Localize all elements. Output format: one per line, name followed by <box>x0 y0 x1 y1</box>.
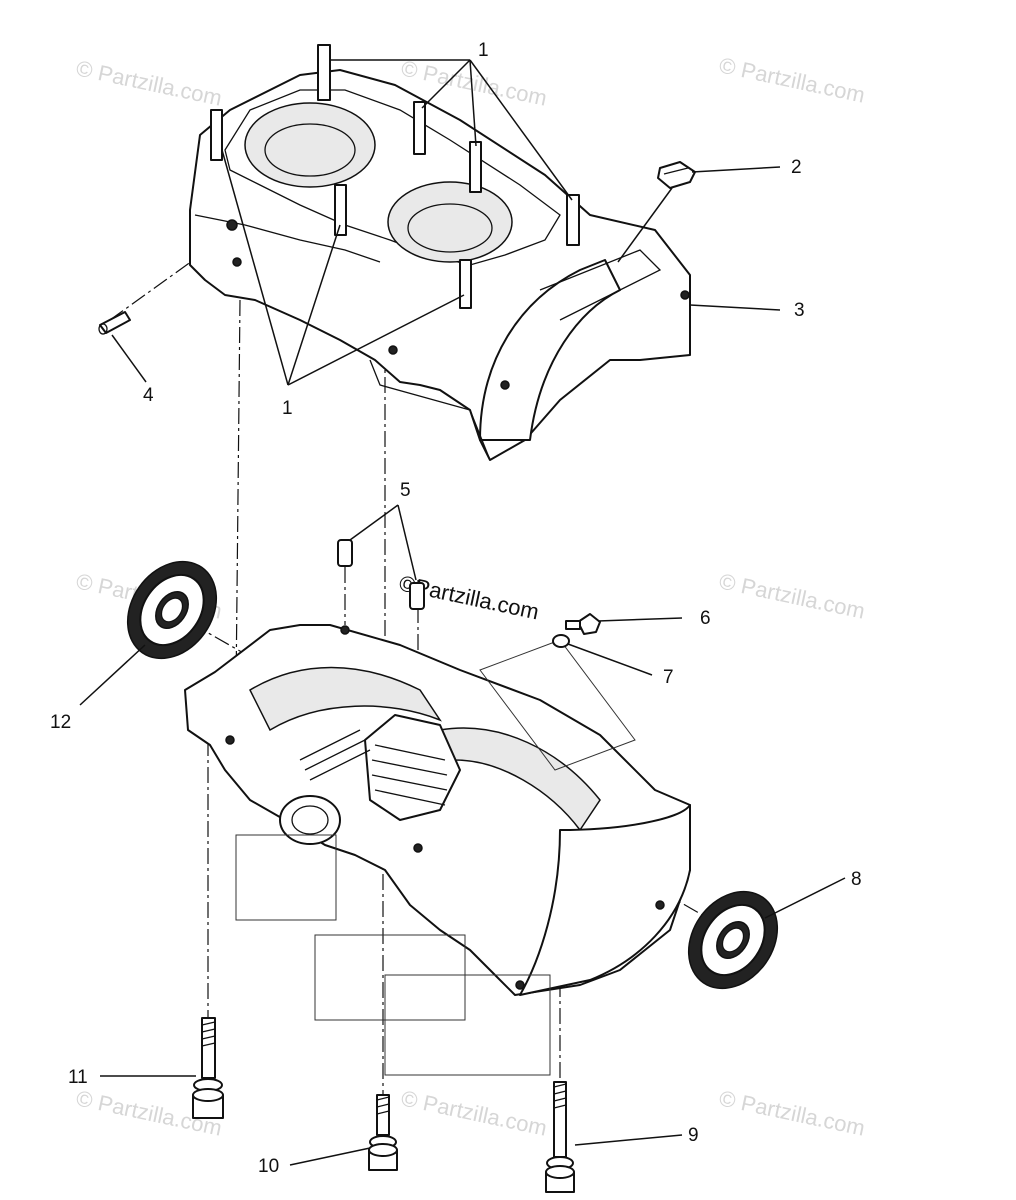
callout-4: 4 <box>143 385 154 406</box>
callout-12: 12 <box>50 712 71 733</box>
part-12-oil-seal <box>126 560 218 660</box>
bore-left <box>244 102 376 188</box>
phantom-boxes <box>235 639 636 1076</box>
cylinder-studs <box>210 44 580 309</box>
stud-5 <box>566 194 580 246</box>
watermark-bottom-middle: © Partzilla.com <box>399 1085 549 1140</box>
callout-8: 8 <box>851 869 862 890</box>
stud-4 <box>469 141 482 193</box>
dowel-pin-b <box>409 582 425 610</box>
callout-2: 2 <box>791 157 802 178</box>
callout-9: 9 <box>688 1125 699 1146</box>
part-8-oil-seal <box>687 890 779 990</box>
dowel-pin-a <box>337 539 353 567</box>
part-9-bolt <box>545 1081 575 1193</box>
watermark-top-right: © Partzilla.com <box>717 52 867 107</box>
part-6-screw <box>565 613 601 635</box>
watermark-mid-right: © Partzilla.com <box>717 568 867 623</box>
watermark-top-left: © Partzilla.com <box>74 55 224 110</box>
callout-11: 11 <box>68 1067 88 1088</box>
stud-7 <box>459 259 472 309</box>
watermark-bottom-right: © Partzilla.com <box>717 1085 867 1140</box>
stud-3 <box>413 101 426 155</box>
lower-crankcase <box>184 624 691 996</box>
callout-7: 7 <box>663 667 674 688</box>
stud-1 <box>317 44 331 101</box>
upper-crankcase <box>189 69 691 461</box>
part-2-clip <box>657 161 696 189</box>
bore-right <box>387 181 513 263</box>
stud-6 <box>334 184 347 236</box>
leader-lines <box>79 59 846 1166</box>
part-5-dowel-pins <box>337 539 425 610</box>
callout-1-top: 1 <box>478 40 489 61</box>
part-11-bolt <box>192 1017 224 1119</box>
callout-1-bottom: 1 <box>282 398 293 419</box>
callout-numbers: 1 1 2 3 4 5 6 7 8 9 10 11 12 <box>50 40 862 1177</box>
stud-2 <box>210 109 223 161</box>
callout-10: 10 <box>258 1156 279 1177</box>
part-7-washer <box>552 634 570 648</box>
callout-5: 5 <box>400 480 411 501</box>
part-4-dowel-pin <box>98 311 131 335</box>
part-10-bolt <box>368 1094 398 1171</box>
callout-3: 3 <box>794 300 805 321</box>
callout-6: 6 <box>700 608 711 629</box>
